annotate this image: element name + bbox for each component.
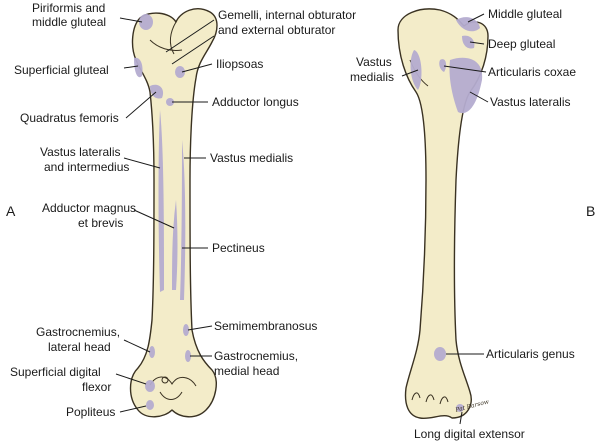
femur-b-outline	[397, 8, 489, 420]
label-semimembranosus: Semimembranosus	[214, 319, 317, 333]
label-adductor-longus: Adductor longus	[212, 95, 299, 109]
label-vastus-medialis-b-2: medialis	[350, 70, 394, 84]
labels-b: Middle gluteal Deep gluteal Vastus media…	[350, 7, 576, 441]
label-gastroc-medial-2: medial head	[214, 364, 279, 378]
labels-a: Piriformis and middle gluteal Gemelli, i…	[10, 1, 356, 419]
panel-letter-a: A	[6, 203, 16, 219]
att-superficial-gluteal	[134, 57, 143, 78]
att-adductor-magnus	[172, 200, 178, 290]
label-popliteus: Popliteus	[66, 405, 115, 419]
femur-a	[129, 8, 218, 418]
label-adductor-magnus-1: Adductor magnus	[42, 201, 136, 215]
att-quadratus-femoris	[150, 84, 164, 99]
leader-lines-b	[401, 13, 489, 425]
label-piriformis-2: middle gluteal	[32, 15, 106, 29]
label-long-digital-extensor: Long digital extensor	[414, 427, 525, 441]
label-gemelli-2: and external obturator	[218, 23, 335, 37]
label-vastus-lateralis: Vastus lateralis	[490, 95, 570, 109]
femur-b: Pat Barsow	[397, 8, 491, 420]
label-vastus-medialis-b-1: Vastus	[356, 55, 392, 69]
att-middle-gluteal	[456, 17, 480, 32]
label-sdf-1: Superficial digital	[10, 365, 101, 379]
label-articularis-genus: Articularis genus	[486, 347, 575, 361]
label-gemelli-1: Gemelli, internal obturator	[218, 8, 356, 22]
label-gastroc-lateral-2: lateral head	[48, 340, 111, 354]
femur-a-fossa	[161, 376, 169, 384]
label-superficial-gluteal: Superficial gluteal	[14, 63, 109, 77]
att-sdf	[145, 380, 155, 392]
label-gastroc-lateral-1: Gastrocnemius,	[36, 325, 120, 339]
label-vastus-medialis-a: Vastus medialis	[210, 151, 293, 165]
label-middle-gluteal: Middle gluteal	[488, 7, 562, 21]
att-vastus-medialis-b	[410, 50, 422, 90]
att-deep-gluteal	[462, 35, 475, 49]
label-quadratus-femoris: Quadratus femoris	[20, 111, 119, 125]
att-vastus-lateralis	[449, 57, 483, 114]
att-long-digital-extensor	[456, 404, 464, 412]
att-vastus-medialis	[180, 140, 186, 300]
label-pectineus: Pectineus	[212, 241, 265, 255]
leader-lines-a	[115, 17, 215, 413]
label-sdf-2: flexor	[82, 380, 111, 394]
att-semimembranosus	[183, 324, 189, 336]
label-vastus-lat-int-2: and intermedius	[44, 160, 129, 174]
label-piriformis-1: Piriformis and	[32, 1, 105, 15]
label-gastroc-medial-1: Gastrocnemius,	[214, 349, 298, 363]
femur-a-head-detail	[149, 21, 183, 55]
femur-b-trochlea-detail	[411, 392, 449, 405]
label-adductor-magnus-2: et brevis	[78, 216, 123, 230]
att-popliteus	[146, 400, 154, 410]
label-deep-gluteal: Deep gluteal	[488, 37, 555, 51]
att-adductor-longus	[166, 98, 174, 106]
label-articularis-coxae: Articularis coxae	[488, 65, 576, 79]
att-gastroc-lateral	[149, 346, 155, 358]
att-articularis-coxae	[439, 59, 447, 72]
label-vastus-lat-int-1: Vastus lateralis	[40, 145, 120, 159]
femur-a-outline	[129, 8, 218, 418]
att-articularis-genus	[434, 347, 446, 361]
label-iliopsoas: Iliopsoas	[216, 57, 263, 71]
femur-a-condyle-detail	[149, 376, 197, 400]
att-vastus-lat-int	[158, 110, 164, 292]
panel-letter-b: B	[586, 203, 595, 219]
att-gastroc-medial	[185, 350, 191, 362]
att-piriformis	[139, 14, 153, 30]
att-iliopsoas	[175, 66, 185, 78]
